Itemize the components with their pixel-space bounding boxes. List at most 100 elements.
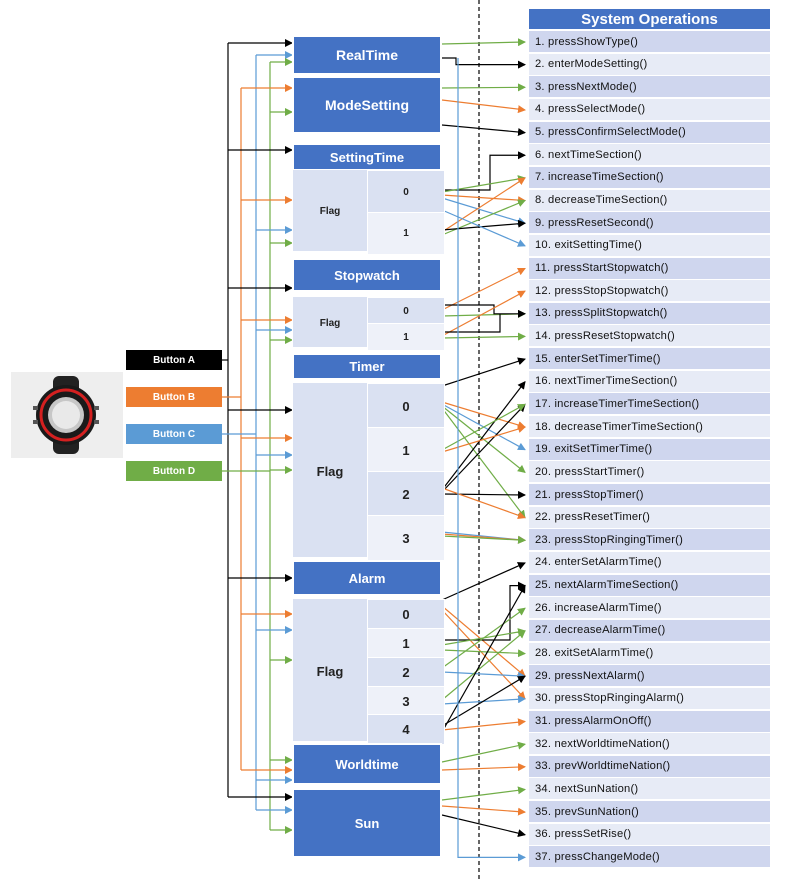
connector-line: [441, 487, 526, 520]
operation-item: 12. pressStopStopwatch(): [529, 280, 770, 303]
flag-value: 0: [367, 297, 445, 325]
connector-line: [441, 332, 526, 341]
state-alarm: Alarm: [292, 560, 442, 596]
flag-label: Flag: [316, 663, 344, 679]
connector-line: [441, 675, 526, 727]
connector-line: [441, 584, 526, 733]
button-a-label: Button A: [126, 350, 222, 370]
connector-line: [442, 313, 501, 333]
flag-value: 1: [367, 212, 445, 255]
flag-value: 3: [367, 515, 445, 561]
operation-item: 2. enterModeSetting(): [529, 53, 770, 76]
operation-item: 6. nextTimeSection(): [529, 144, 770, 167]
operation-item: 25. nextAlarmTimeSection(): [529, 574, 770, 597]
connector-line: [441, 718, 526, 731]
connector-line: [441, 741, 526, 763]
flag-value: 3: [367, 686, 445, 716]
connector-line: [441, 805, 526, 816]
connector-line: [442, 57, 526, 69]
state-sun: Sun: [292, 788, 442, 858]
connector-line: [441, 403, 526, 493]
connector-line: [441, 357, 526, 387]
connector-line: [441, 630, 526, 701]
operation-item: 7. increaseTimeSection(): [529, 166, 770, 189]
flag-value: 0: [367, 599, 445, 630]
settingtime-flag-group: Flag 0 1: [292, 169, 445, 255]
button-b-label: Button B: [126, 387, 222, 407]
connector-line: [441, 83, 526, 92]
operation-item: 29. pressNextAlarm(): [529, 665, 770, 688]
connector-line: [441, 425, 526, 453]
stopwatch-flag-group: Flag 0 1: [292, 296, 445, 351]
flag-value: 2: [367, 657, 445, 688]
operation-item: 4. pressSelectMode(): [529, 98, 770, 121]
operation-item: 21. pressStopTimer(): [529, 484, 770, 506]
connector-line: [441, 649, 526, 658]
state-realtime: RealTime: [292, 35, 442, 75]
state-stopwatch: Stopwatch: [292, 258, 442, 292]
operation-item: 32. nextWorldtimeNation(): [529, 733, 770, 756]
wristwatch-image: [33, 376, 99, 454]
button-c-label: Button C: [126, 424, 222, 444]
operation-item: 37. pressChangeMode(): [529, 846, 770, 869]
timer-flag-group: Flag 0 1 2 3: [292, 382, 445, 561]
connector-line: [441, 562, 526, 601]
connector-line: [441, 671, 526, 680]
operation-item: 24. enterSetAlarmTime(): [529, 551, 770, 574]
operation-item: 27. decreaseAlarmTime(): [529, 619, 770, 642]
connector-line: [441, 380, 526, 491]
connector-line: [441, 763, 526, 772]
operation-item: 28. exitSetAlarmTime(): [529, 642, 770, 665]
operation-item: 11. pressStartStopwatch(): [529, 257, 770, 280]
operation-item: 14. pressResetStopwatch(): [529, 325, 770, 348]
flag-value: 0: [367, 170, 445, 214]
operation-item: 30. pressStopRingingAlarm(): [529, 687, 770, 710]
operation-item: 35. prevSunNation(): [529, 801, 770, 824]
operation-item: 10. exitSettingTime(): [529, 234, 770, 257]
connector-line: [441, 290, 526, 337]
operation-item: 36. pressSetRise(): [529, 823, 770, 846]
connector-line: [441, 199, 526, 236]
operation-item: 1. pressShowType(): [529, 31, 770, 53]
state-timer: Timer: [292, 353, 442, 380]
connector-line: [441, 177, 526, 233]
operation-item: 26. increaseAlarmTime(): [529, 597, 770, 620]
operation-item: 15. enterSetTimerTime(): [529, 348, 770, 371]
flag-label: Flag: [316, 463, 344, 479]
connector-line: [441, 219, 526, 231]
operation-item: 33. prevWorldtimeNation(): [529, 755, 770, 778]
connector-line: [441, 605, 526, 677]
state-settingtime: SettingTime: [292, 143, 442, 171]
flag-value: 2: [367, 471, 445, 517]
operation-item: 9. pressResetSecond(): [529, 212, 770, 235]
operation-item: 17. increaseTimerTimeSection(): [529, 393, 770, 416]
connector-line: [441, 197, 526, 225]
operation-item: 3. pressNextMode(): [529, 76, 770, 99]
connector-line: [441, 607, 526, 669]
connector-line: [441, 490, 526, 499]
flag-value: 1: [367, 427, 445, 473]
flag-label: Flag: [319, 317, 341, 329]
alarm-flag-group: Flag 0 1 2 3 4: [292, 598, 445, 745]
connector-line: [441, 403, 526, 451]
connector-line: [441, 814, 526, 838]
connector-line: [441, 99, 526, 114]
operation-item: 20. pressStartTimer(): [529, 461, 770, 484]
operation-item: 5. pressConfirmSelectMode(): [529, 121, 770, 144]
connector-line: [457, 58, 526, 862]
connector-line: [442, 151, 526, 191]
connector-line: [441, 38, 526, 47]
operation-item: 22. pressResetTimer(): [529, 506, 770, 529]
connector-line: [441, 786, 526, 801]
connector-line: [441, 401, 526, 429]
watch-card: [11, 372, 123, 458]
state-modesetting: ModeSetting: [292, 76, 442, 134]
flag-value: 4: [367, 714, 445, 745]
button-d-label: Button D: [126, 461, 222, 481]
connector-line: [441, 194, 526, 205]
operation-item: 16. nextTimerTimeSection(): [529, 370, 770, 393]
operation-item: 18. decreaseTimerTimeSection(): [529, 416, 770, 439]
operation-item: 8. decreaseTimeSection(): [529, 189, 770, 212]
operation-item: 23. pressStopRingingTimer(): [529, 529, 770, 552]
